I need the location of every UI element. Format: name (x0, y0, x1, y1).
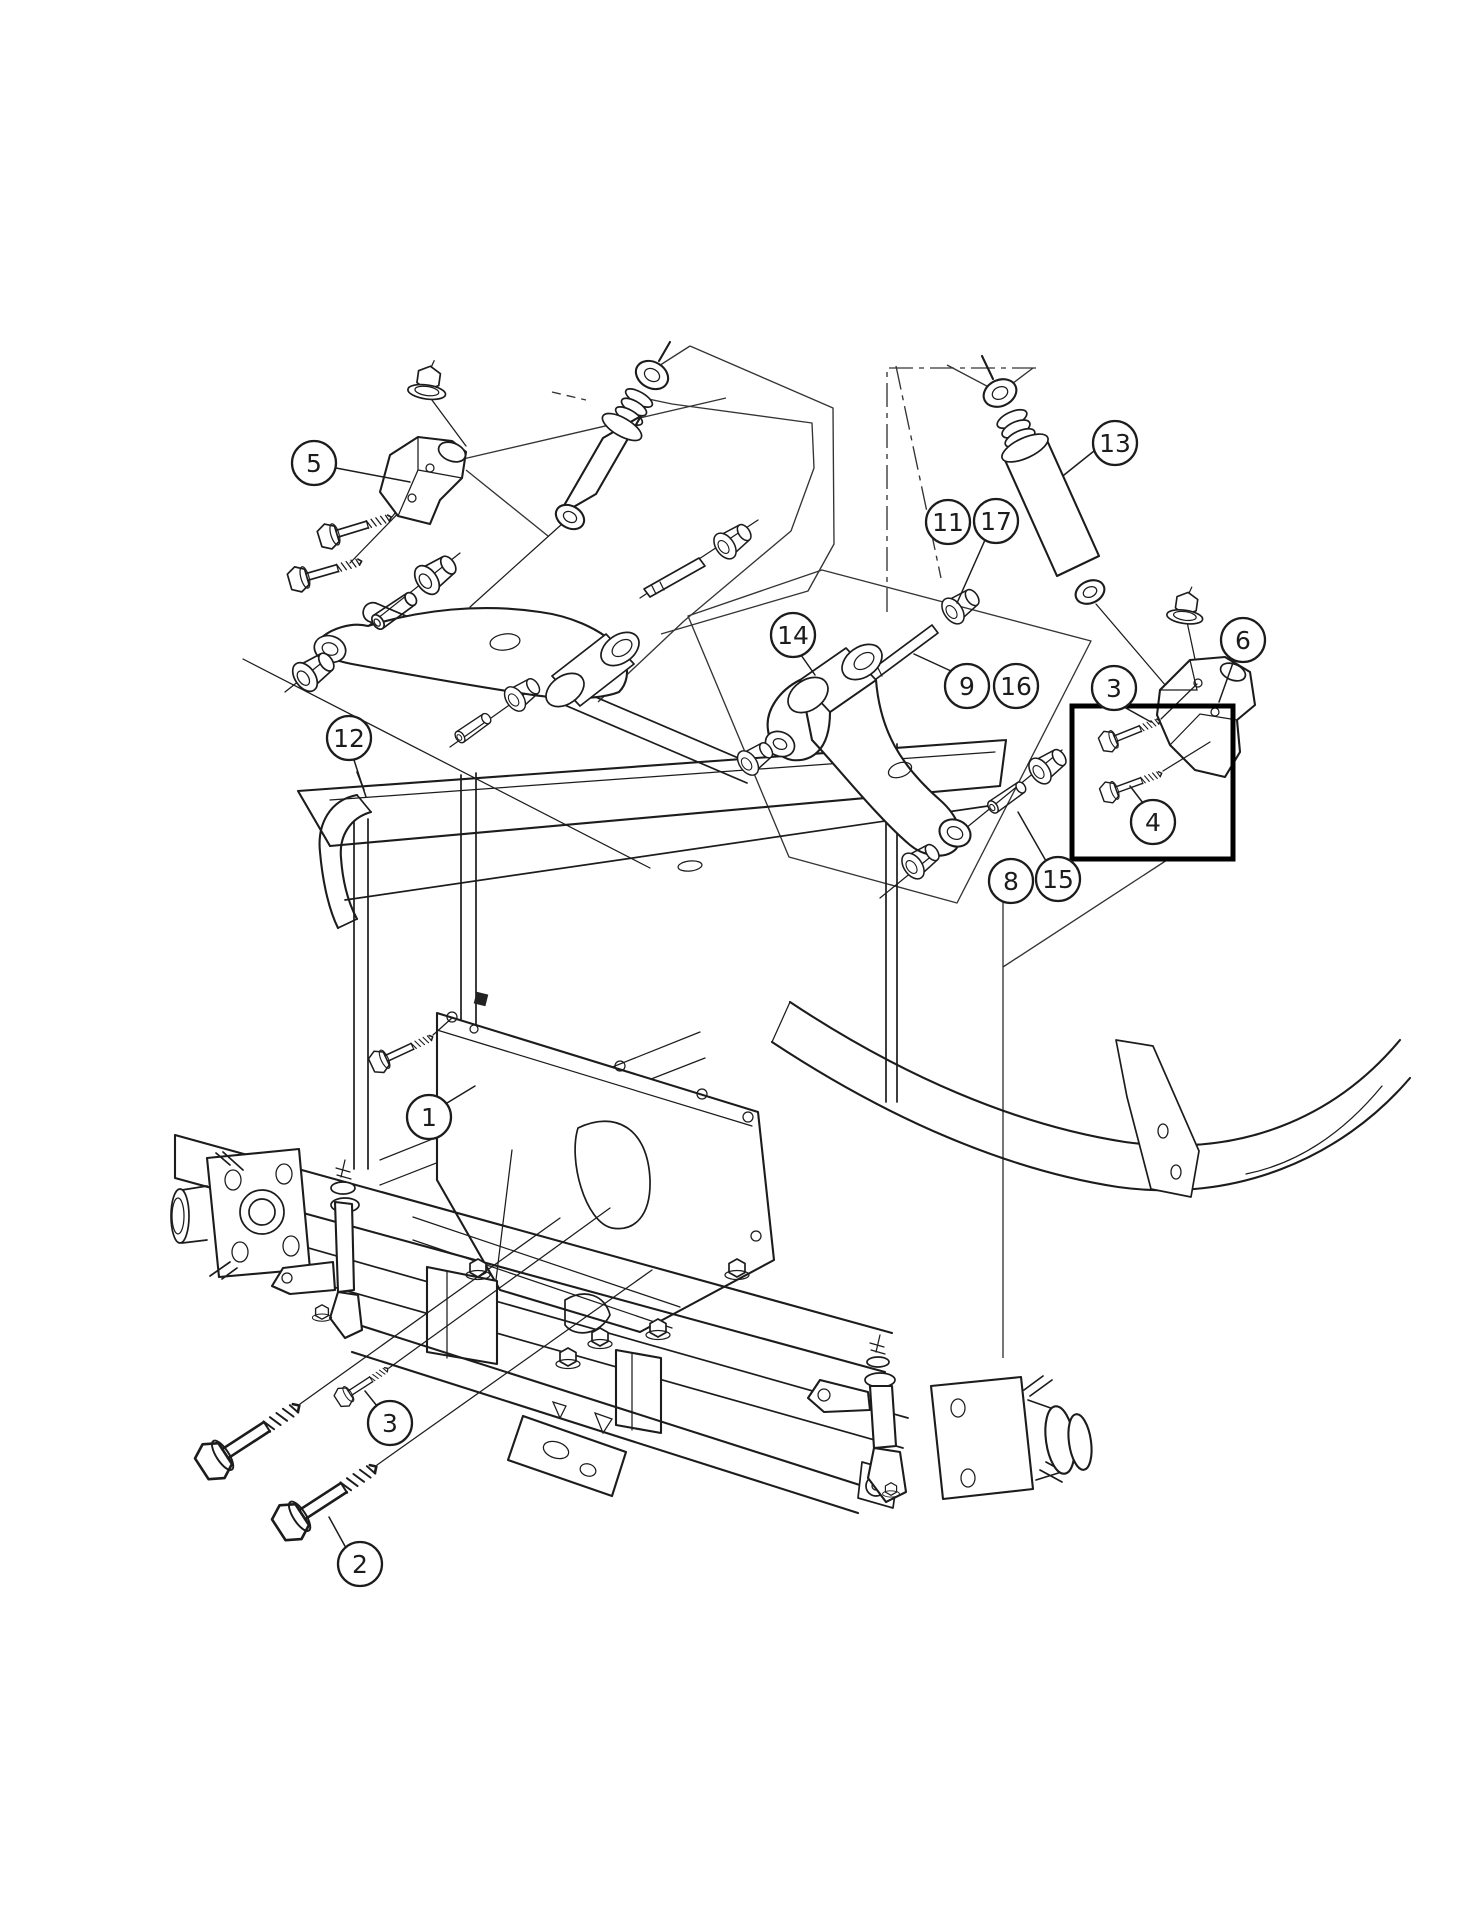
callout-3b-circle (366, 1399, 414, 1447)
callout-13-label: 13 (1099, 429, 1131, 458)
callout-15-leader (1017, 811, 1047, 862)
callout-3a-leader (1123, 706, 1152, 723)
callout-13-leader (1063, 450, 1095, 476)
bumper (318, 771, 373, 930)
callout-4-circle (1129, 798, 1177, 846)
callout-5-circle (290, 439, 338, 487)
callout-3a-label: 3 (1106, 674, 1122, 703)
callout-3b-leader (364, 1390, 378, 1407)
shock-absorber-right (980, 354, 1173, 694)
control-arm-left (313, 606, 640, 708)
shock-mount-bracket-6 (1155, 655, 1257, 779)
callout-12-leader (353, 759, 367, 798)
callout-15: 15 (1017, 811, 1082, 903)
left-suspension-group (284, 391, 759, 748)
callout-14: 14 (769, 611, 817, 676)
bolt-plate-1 (365, 1025, 439, 1077)
callout-8-circle (987, 857, 1035, 905)
callout-6-label: 6 (1235, 626, 1251, 655)
callout-5-leader (335, 467, 411, 483)
callout-16: 16 (992, 662, 1040, 710)
callout-6: 6 (1218, 616, 1267, 703)
bolt-upper-left-2 (285, 547, 367, 596)
callout-14-label: 14 (777, 621, 809, 650)
callout-17-leader (956, 539, 986, 604)
bolt-3-boxed (1096, 709, 1165, 756)
callout-13: 13 (1063, 419, 1139, 476)
callout-15-label: 15 (1042, 865, 1074, 894)
callout-12: 12 (325, 714, 373, 798)
callout-4-label: 4 (1145, 808, 1161, 837)
bolt-2-long-2 (266, 1448, 389, 1549)
callout-6-leader (1218, 659, 1235, 703)
bushing-left-shaft (708, 516, 758, 564)
spindle-left (270, 1159, 364, 1340)
callout-11: 11 (924, 498, 972, 546)
bolt-2-long-1 (189, 1387, 312, 1488)
callout-2-leader (328, 1516, 347, 1549)
callout-4: 4 (1129, 785, 1177, 846)
callout-4-leader (1129, 785, 1144, 804)
callout-5-label: 5 (306, 449, 322, 478)
callout-3a-circle (1090, 664, 1138, 712)
callout-17-circle (972, 497, 1020, 545)
callout-3b-label: 3 (382, 1409, 398, 1438)
spacer-15 (984, 778, 1029, 816)
callout-11-circle (924, 498, 972, 546)
callout-1: 1 (405, 1085, 476, 1141)
frame-rail-right (770, 1000, 1412, 1192)
callout-3b: 3 (364, 1390, 414, 1447)
callout-5: 5 (290, 439, 411, 487)
callout-16-label: 16 (1000, 672, 1032, 701)
callout-12-label: 12 (333, 724, 365, 753)
callout-15-circle (1034, 855, 1082, 903)
flange-nut-top-right (1165, 583, 1208, 627)
flange-nut-top-left (406, 356, 451, 403)
mounting-plate-1 (435, 1011, 776, 1334)
callout-9: 9 (913, 653, 991, 710)
spindle-right (806, 1334, 908, 1504)
callout-3a: 3 (1090, 664, 1152, 723)
callout-13-circle (1091, 419, 1139, 467)
callout-1-leader (446, 1085, 476, 1104)
callout-8-label: 8 (1003, 867, 1019, 896)
callout-17: 17 (956, 497, 1020, 604)
callout-2-circle (336, 1540, 384, 1588)
fasteners (189, 356, 1211, 1549)
wheel-hub-right (929, 1375, 1093, 1501)
highlight-box (1069, 703, 1236, 862)
callout-9-circle (943, 662, 991, 710)
bushing-11-17 (936, 581, 986, 629)
callout-12-circle (325, 714, 373, 762)
callout-1-circle (405, 1093, 453, 1141)
right-suspension-group (764, 616, 1257, 899)
rail-bracket (1115, 1039, 1200, 1198)
spacer-left-2 (452, 710, 494, 746)
shock-absorber-left (469, 340, 672, 608)
callout-16-circle (992, 662, 1040, 710)
pivot-shaft-left (643, 557, 706, 598)
callout-14-leader (800, 654, 816, 676)
bushing-left-1 (408, 547, 464, 600)
wheel-hub-left (170, 1147, 312, 1280)
callout-9-leader (913, 653, 952, 672)
callout-8: 8 (987, 857, 1035, 905)
bushing-8 (1023, 741, 1073, 789)
callout-6-circle (1219, 616, 1267, 664)
callout-14-circle (769, 611, 817, 659)
callout-2: 2 (328, 1516, 384, 1588)
shock-mount-bracket-5 (378, 435, 468, 526)
callout-9-label: 9 (959, 672, 975, 701)
callout-17-label: 17 (980, 507, 1012, 536)
callout-1-label: 1 (421, 1103, 437, 1132)
cut-plane-panels (462, 345, 1168, 1358)
callout-11-label: 11 (932, 508, 964, 537)
callout-2-label: 2 (352, 1550, 368, 1579)
control-arm-right (764, 643, 972, 857)
